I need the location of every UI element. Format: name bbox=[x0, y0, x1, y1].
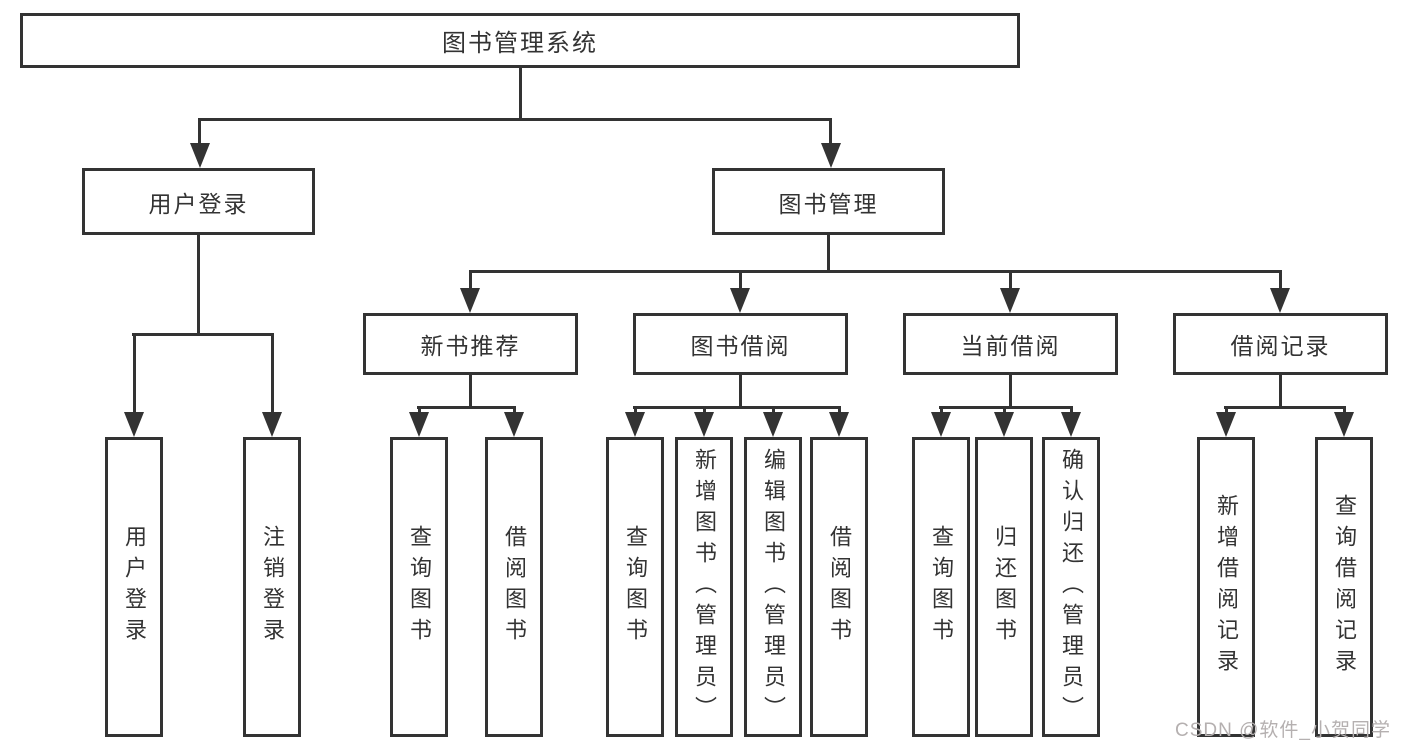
node-borrowing-records: 借阅记录 bbox=[1173, 313, 1388, 375]
arrow-down-icon bbox=[694, 412, 714, 437]
leaf-add-book-admin: 新增图书（管理员） bbox=[675, 437, 733, 737]
node-user-login-label: 用户登录 bbox=[148, 190, 249, 217]
connector-shaft-user-login bbox=[198, 118, 201, 146]
arrow-down-icon bbox=[190, 143, 210, 168]
leaf-user-login-label: 用户登录 bbox=[122, 525, 147, 649]
connector-shaft bbox=[1070, 406, 1073, 414]
connector-bookborrow-stub bbox=[739, 375, 742, 408]
connector-shaft bbox=[1003, 406, 1006, 414]
leaf-query-borrow-record-label: 查询借阅记录 bbox=[1332, 494, 1357, 680]
leaf-borrow-books-1-label: 借阅图书 bbox=[502, 525, 527, 649]
csdn-watermark: CSDN @软件_小贺同学 bbox=[1175, 720, 1391, 741]
arrow-down-icon bbox=[1334, 412, 1354, 437]
leaf-add-book-admin-label: 新增图书（管理员） bbox=[692, 447, 717, 727]
arrow-down-icon bbox=[124, 412, 144, 437]
leaf-query-books-2-label: 查询图书 bbox=[623, 525, 648, 649]
connector-shaft-book-mgmt bbox=[829, 118, 832, 146]
node-user-login: 用户登录 bbox=[82, 168, 315, 235]
connector-user-login-branch bbox=[132, 333, 274, 336]
arrow-down-icon bbox=[625, 412, 645, 437]
leaf-borrow-books-1: 借阅图书 bbox=[485, 437, 543, 737]
leaf-return-book: 归还图书 bbox=[975, 437, 1033, 737]
arrow-down-icon bbox=[1061, 412, 1081, 437]
connector-shaft-book-borrow bbox=[739, 270, 742, 290]
arrow-down-icon bbox=[1270, 288, 1290, 313]
leaf-query-books-3-label: 查询图书 bbox=[929, 525, 954, 649]
node-root-label: 图书管理系统 bbox=[442, 30, 598, 57]
connector-book-mgmt-stub bbox=[827, 235, 830, 272]
connector-user-login-stub bbox=[197, 235, 200, 335]
connector-shaft-borrow-records bbox=[1279, 270, 1282, 290]
connector-shaft bbox=[1225, 406, 1228, 414]
connector-records-branch bbox=[1224, 406, 1346, 409]
arrow-down-icon bbox=[1216, 412, 1236, 437]
node-root-system: 图书管理系统 bbox=[20, 13, 1020, 68]
leaf-user-login: 用户登录 bbox=[105, 437, 163, 737]
connector-root-branch bbox=[198, 118, 832, 121]
connector-book-mgmt-branch bbox=[469, 270, 1282, 273]
leaf-confirm-return-admin-label: 确认归还（管理员） bbox=[1059, 447, 1084, 727]
connector-newbook-branch bbox=[417, 406, 516, 409]
leaf-add-borrow-record-label: 新增借阅记录 bbox=[1214, 494, 1239, 680]
connector-shaft bbox=[838, 406, 841, 414]
arrow-down-icon bbox=[460, 288, 480, 313]
connector-currentborrow-branch bbox=[939, 406, 1073, 409]
connector-shaft bbox=[1343, 406, 1346, 414]
leaf-query-books-2: 查询图书 bbox=[606, 437, 664, 737]
leaf-return-book-label: 归还图书 bbox=[992, 525, 1017, 649]
node-borrowing-records-label: 借阅记录 bbox=[1230, 333, 1331, 359]
connector-shaft bbox=[418, 406, 421, 414]
leaf-query-books-3: 查询图书 bbox=[912, 437, 970, 737]
connector-shaft bbox=[772, 406, 775, 414]
leaf-query-books-1: 查询图书 bbox=[390, 437, 448, 737]
leaf-logout-label: 注销登录 bbox=[260, 525, 285, 649]
leaf-logout: 注销登录 bbox=[243, 437, 301, 737]
leaf-borrow-books-2: 借阅图书 bbox=[810, 437, 868, 737]
node-book-borrowing-label: 图书借阅 bbox=[690, 333, 791, 359]
connector-shaft bbox=[940, 406, 943, 414]
node-book-management: 图书管理 bbox=[712, 168, 945, 235]
connector-shaft bbox=[513, 406, 516, 414]
leaf-confirm-return-admin: 确认归还（管理员） bbox=[1042, 437, 1100, 737]
arrow-down-icon bbox=[931, 412, 951, 437]
node-book-management-label: 图书管理 bbox=[778, 190, 879, 217]
connector-newbook-stub bbox=[469, 375, 472, 408]
connector-shaft bbox=[703, 406, 706, 414]
leaf-edit-book-admin: 编辑图书（管理员） bbox=[744, 437, 802, 737]
arrow-down-icon bbox=[730, 288, 750, 313]
arrow-down-icon bbox=[262, 412, 282, 437]
node-book-borrowing: 图书借阅 bbox=[633, 313, 848, 375]
arrow-down-icon bbox=[829, 412, 849, 437]
connector-root-stub bbox=[519, 68, 522, 120]
leaf-borrow-books-2-label: 借阅图书 bbox=[827, 525, 852, 649]
connector-shaft bbox=[634, 406, 637, 414]
arrow-down-icon bbox=[409, 412, 429, 437]
leaf-query-borrow-record: 查询借阅记录 bbox=[1315, 437, 1373, 737]
leaf-edit-book-admin-label: 编辑图书（管理员） bbox=[761, 447, 786, 727]
leaf-add-borrow-record: 新增借阅记录 bbox=[1197, 437, 1255, 737]
arrow-down-icon bbox=[763, 412, 783, 437]
node-new-book-recommend-label: 新书推荐 bbox=[420, 333, 521, 359]
node-current-borrowing: 当前借阅 bbox=[903, 313, 1118, 375]
connector-currentborrow-stub bbox=[1009, 375, 1012, 408]
connector-shaft-current-borrow bbox=[1009, 270, 1012, 290]
connector-shaft-new-book bbox=[469, 270, 472, 290]
node-current-borrowing-label: 当前借阅 bbox=[960, 333, 1061, 359]
arrow-down-icon bbox=[504, 412, 524, 437]
arrow-down-icon bbox=[821, 143, 841, 168]
leaf-query-books-1-label: 查询图书 bbox=[407, 525, 432, 649]
arrow-down-icon bbox=[994, 412, 1014, 437]
connector-records-stub bbox=[1279, 375, 1282, 408]
connector-shaft-leaf-user-login bbox=[133, 333, 136, 414]
connector-shaft-leaf-logout bbox=[271, 333, 274, 414]
arrow-down-icon bbox=[1000, 288, 1020, 313]
node-new-book-recommend: 新书推荐 bbox=[363, 313, 578, 375]
connector-bookborrow-branch bbox=[633, 406, 841, 409]
